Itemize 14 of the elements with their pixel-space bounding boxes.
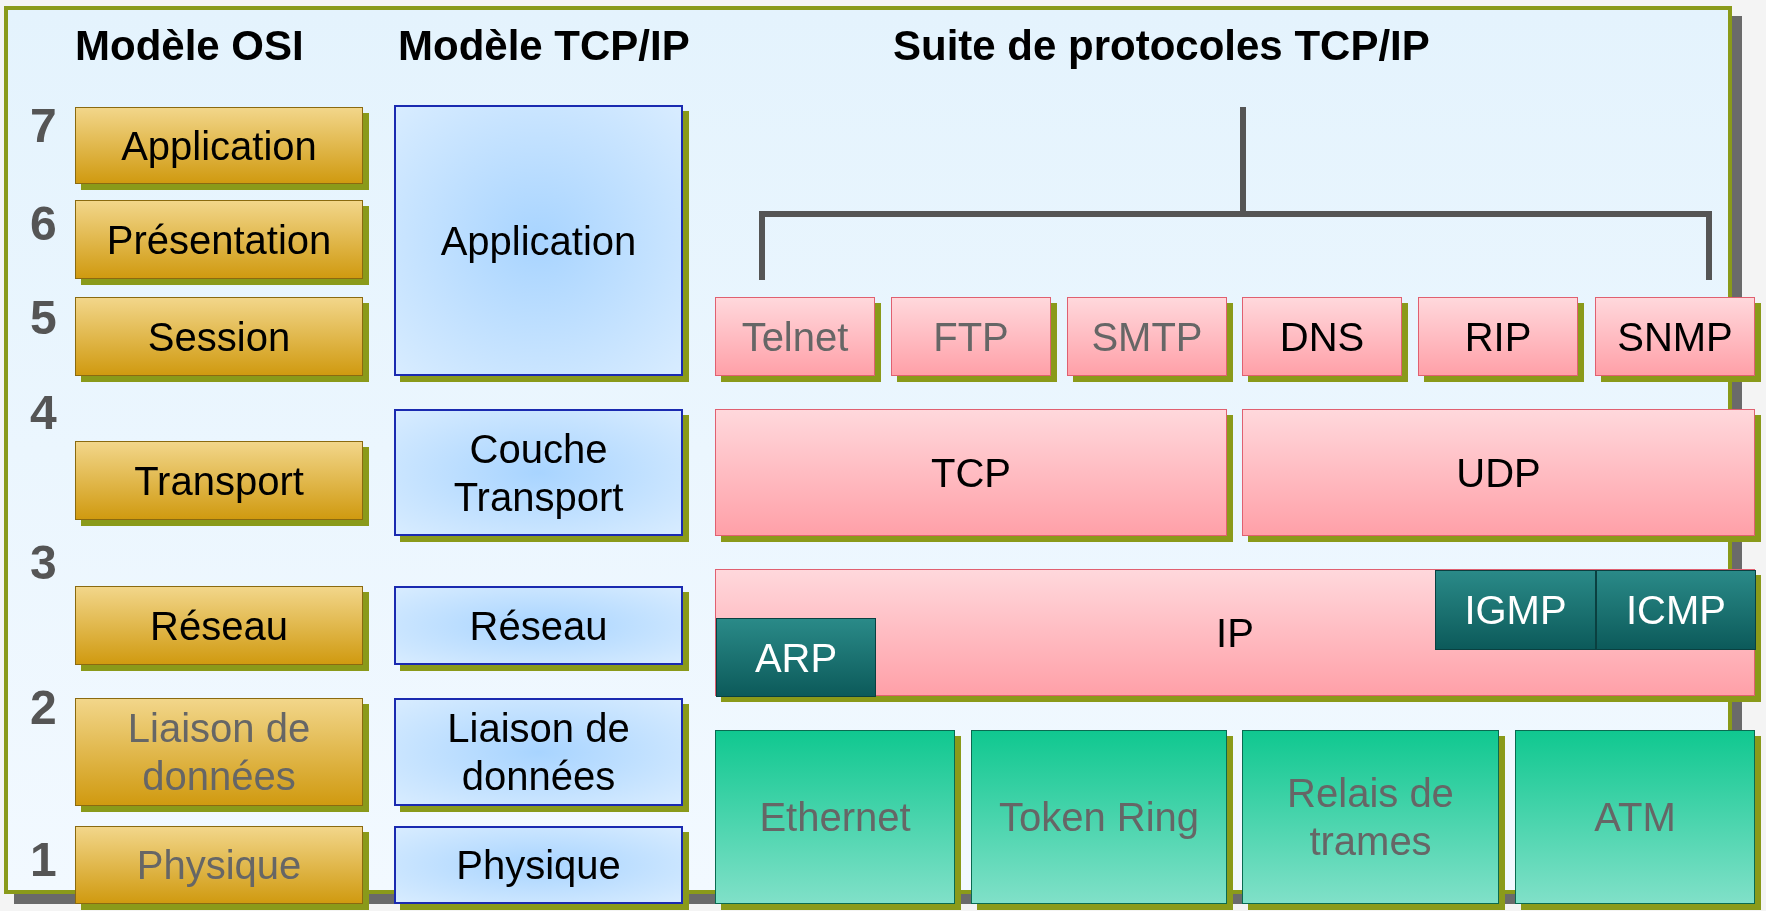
column-heading: Modèle TCP/IP [398,22,690,70]
layer-number: 6 [30,196,57,251]
layer-number: 7 [30,98,57,153]
layer-number: 3 [30,535,57,590]
layer-number: 2 [30,680,57,735]
column-heading: Modèle OSI [75,22,304,70]
protocol-box: ARP [716,618,876,697]
protocol-box: ICMP [1596,570,1756,650]
protocol-box: IGMP [1435,570,1596,650]
column-heading: Suite de protocoles TCP/IP [893,22,1430,70]
layer-label: IP [1216,609,1254,657]
layer-number: 4 [30,385,57,440]
layer-number: 5 [30,290,57,345]
layer-number: 1 [30,832,57,887]
